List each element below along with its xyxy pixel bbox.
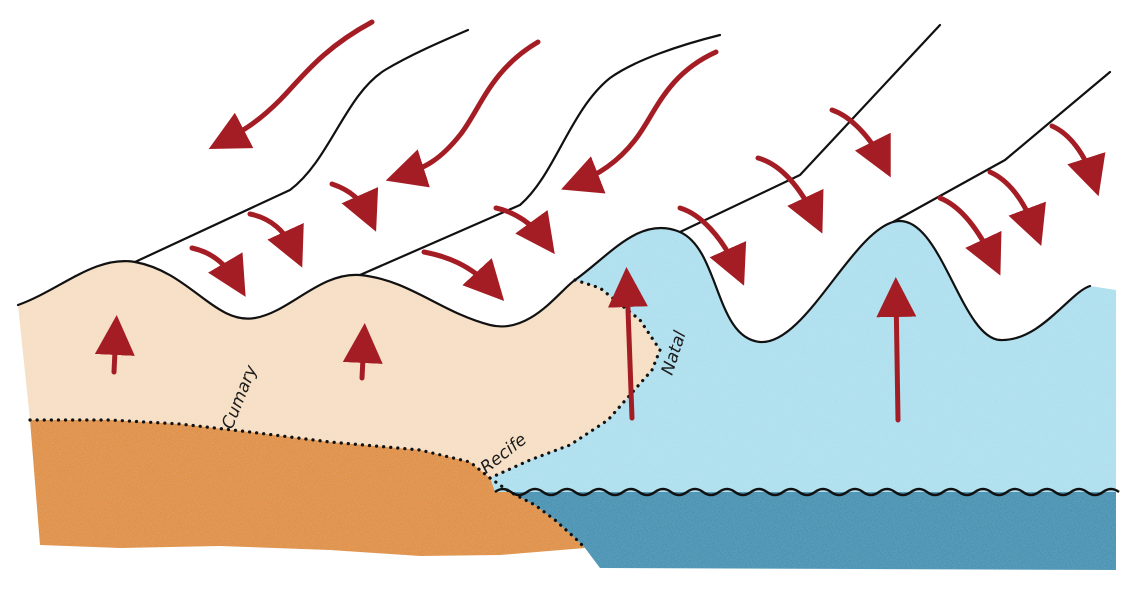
arrow-icon bbox=[896, 292, 898, 420]
ridge-line-3 bbox=[680, 25, 940, 232]
arrow-icon bbox=[114, 330, 116, 372]
arrow-icon bbox=[362, 338, 364, 378]
arrow-icon bbox=[1052, 126, 1094, 182]
pencil-texture bbox=[18, 220, 1118, 572]
arrow-icon bbox=[575, 52, 716, 184]
arrow-icon bbox=[332, 184, 370, 218]
arrow-icon bbox=[832, 110, 884, 164]
arrow-icon bbox=[400, 42, 538, 176]
arrow-icon bbox=[222, 22, 372, 142]
